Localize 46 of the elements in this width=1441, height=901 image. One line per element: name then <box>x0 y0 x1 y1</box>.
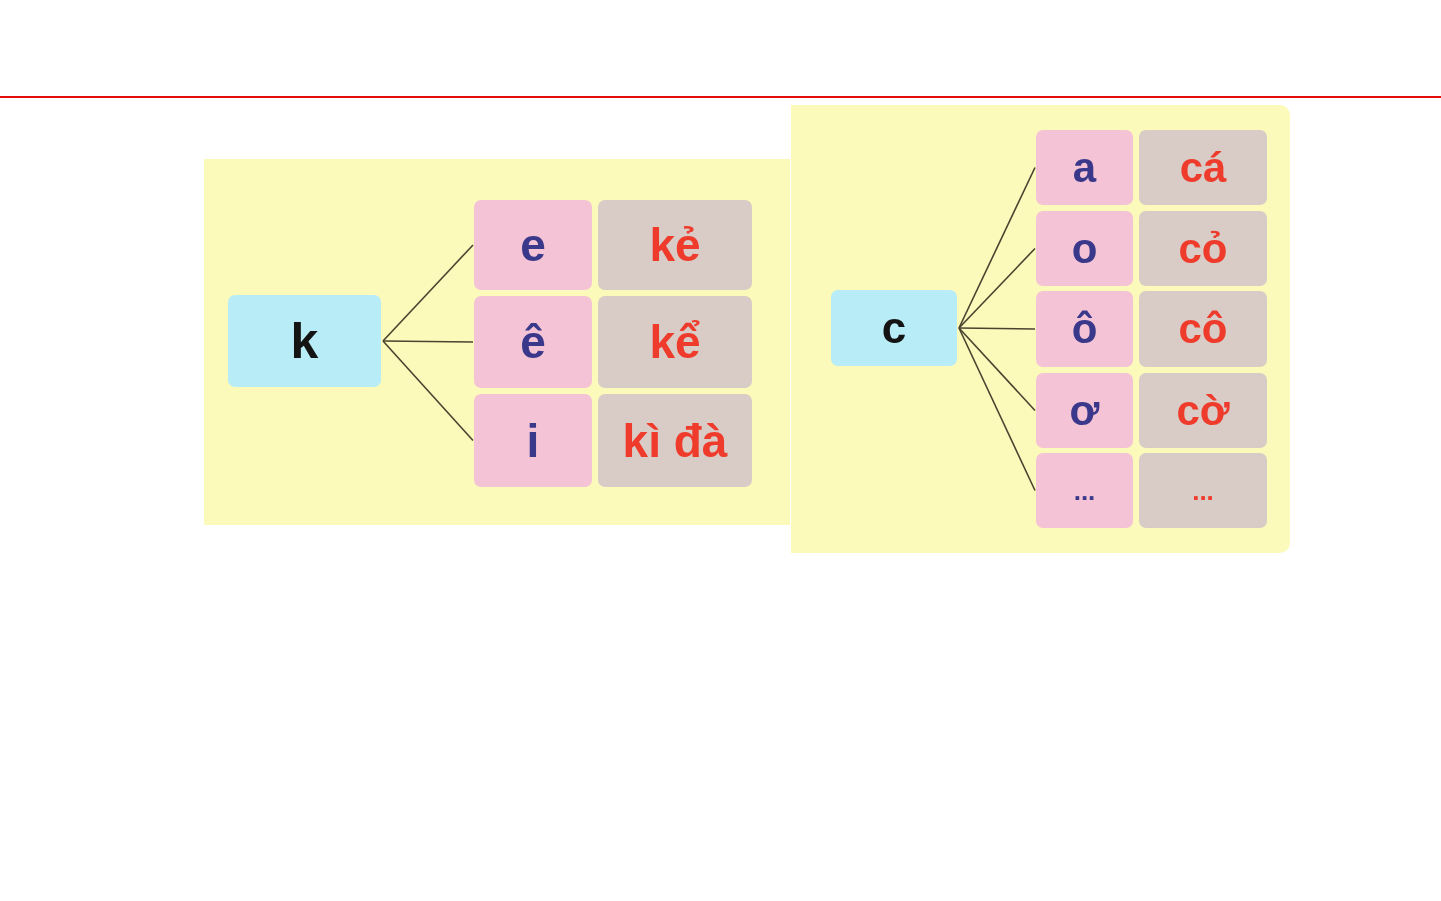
letter: a <box>1072 146 1097 189</box>
placeholder-dots: ... <box>1192 477 1214 504</box>
word: kì đà <box>622 417 728 464</box>
consonant-tile <box>831 290 957 366</box>
vowel-tile <box>1036 291 1133 367</box>
vowel-tile <box>1036 453 1133 528</box>
word: kể <box>649 319 701 365</box>
connector-line <box>382 244 474 342</box>
letter: o <box>1071 227 1098 270</box>
word: cô <box>1178 308 1228 350</box>
word-tile <box>1139 453 1267 528</box>
panel <box>791 105 1290 553</box>
placeholder-dots: ... <box>1073 477 1096 504</box>
letter: ê <box>520 319 546 365</box>
connector-line <box>958 327 1036 412</box>
word-tile <box>1139 211 1267 286</box>
connector-line <box>958 247 1036 329</box>
word-tile <box>598 200 752 290</box>
connector-line <box>382 340 474 343</box>
connector-line <box>958 166 1036 329</box>
word: cá <box>1179 146 1227 189</box>
letter: ô <box>1071 308 1098 350</box>
word-tile <box>598 296 752 388</box>
connector-line <box>958 327 1036 492</box>
vowel-tile <box>1036 373 1133 448</box>
word: cỏ <box>1178 227 1228 270</box>
word-tile <box>1139 291 1267 367</box>
letter: c <box>881 306 907 350</box>
letter: ơ <box>1069 389 1100 432</box>
vowel-tile <box>1036 130 1133 205</box>
word-tile <box>598 394 752 487</box>
word: kẻ <box>649 222 701 268</box>
connector-line <box>958 327 1036 330</box>
word-tile <box>1139 373 1267 448</box>
panel <box>204 159 790 525</box>
word-tile <box>1139 130 1267 205</box>
letter: k <box>290 316 319 366</box>
connector-line <box>382 340 474 442</box>
letter: i <box>526 417 540 464</box>
vowel-tile <box>474 200 592 290</box>
consonant-tile <box>228 295 381 387</box>
vowel-tile <box>474 394 592 487</box>
vowel-tile <box>1036 211 1133 286</box>
word: cờ <box>1176 389 1230 432</box>
letter: e <box>520 222 546 268</box>
vowel-tile <box>474 296 592 388</box>
